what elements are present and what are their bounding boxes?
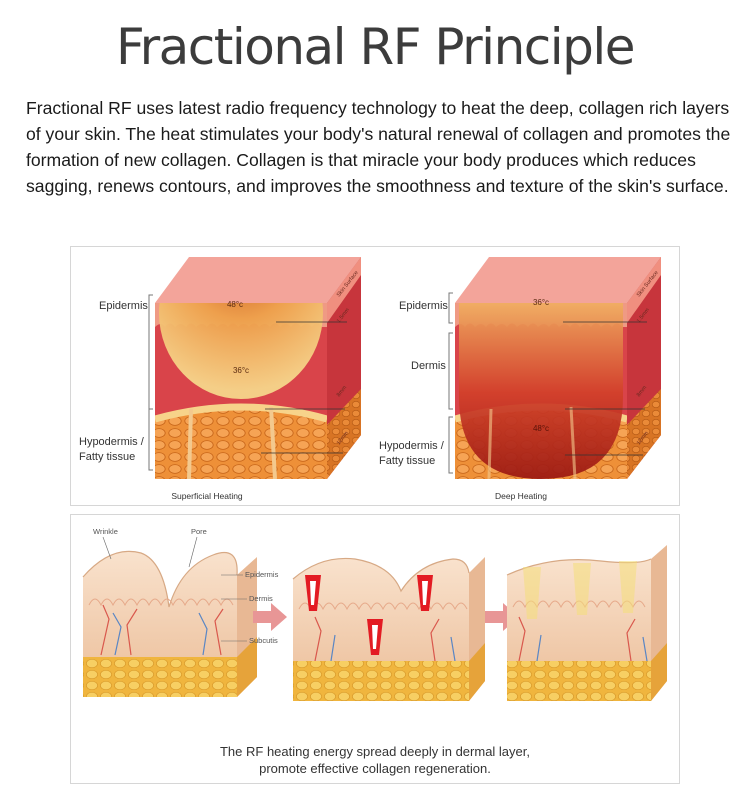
page-title: Fractional RF Principle <box>115 18 636 76</box>
intro-paragraph: Fractional RF uses latest radio frequenc… <box>26 98 731 196</box>
deep-temp-top: 36°c <box>533 298 549 307</box>
label-subcutis: Subcutis <box>249 636 278 645</box>
superficial-label-epidermis: Epidermis <box>99 300 148 312</box>
heating-comparison-panel: 48°c 36°c Skin Surface 1.5mm 8mm 12mm Ep… <box>70 246 680 506</box>
superficial-label-hypodermis: Hypodermis / <box>79 436 145 448</box>
deep-label-dermis: Dermis <box>411 360 446 372</box>
skin-surface-top <box>155 257 361 303</box>
deep-bracket-lines <box>448 292 453 474</box>
deep-temp-bottom: 48°c <box>533 424 549 433</box>
superficial-temp-top: 48°c <box>227 300 243 309</box>
skin-block-rf-heating <box>292 557 485 701</box>
deep-label-epidermis: Epidermis <box>399 300 448 312</box>
superficial-heating-caption: Superficial Heating <box>171 491 243 501</box>
heating-diagram: 48°c 36°c Skin Surface 1.5mm 8mm 12mm Ep… <box>79 257 661 501</box>
rf-heat-zone-3 <box>417 575 433 611</box>
label-epidermis: Epidermis <box>245 570 279 579</box>
process-caption-line-1: The RF heating energy spread deeply in d… <box>220 744 530 759</box>
skin-block-wrinkled <box>82 550 257 697</box>
deep-heating-caption: Deep Heating <box>495 491 547 501</box>
process-caption-line-2: promote effective collagen regeneration. <box>259 761 491 776</box>
label-wrinkle: Wrinkle <box>93 527 118 536</box>
rf-heat-zone-1 <box>305 575 321 611</box>
superficial-bracket-lines <box>148 294 153 471</box>
deep-heating-cube: 36°c 48°c Skin Surface 1.5mm 8mm 12mm <box>455 257 661 479</box>
label-dermis: Dermis <box>249 594 273 603</box>
process-diagram: Wrinkle Pore Epidermis Dermis Subcutis <box>82 527 667 776</box>
label-pore: Pore <box>191 527 207 536</box>
superficial-heating-cube: 48°c 36°c Skin Surface 1.5mm 8mm 12mm <box>155 257 361 479</box>
skin-block-regenerated <box>506 545 667 701</box>
treatment-process-panel: Wrinkle Pore Epidermis Dermis Subcutis <box>70 514 680 784</box>
superficial-temp-bottom: 36°c <box>233 366 249 375</box>
deep-label-fatty-tissue: Fatty tissue <box>379 455 435 467</box>
rf-heat-zone-2 <box>367 619 383 655</box>
process-arrow-1 <box>253 603 287 631</box>
superficial-label-fatty-tissue: Fatty tissue <box>79 451 135 463</box>
layer-pointer-lines <box>221 574 247 642</box>
deep-skin-surface-top <box>455 257 661 303</box>
deep-label-hypodermis: Hypodermis / <box>379 440 445 452</box>
